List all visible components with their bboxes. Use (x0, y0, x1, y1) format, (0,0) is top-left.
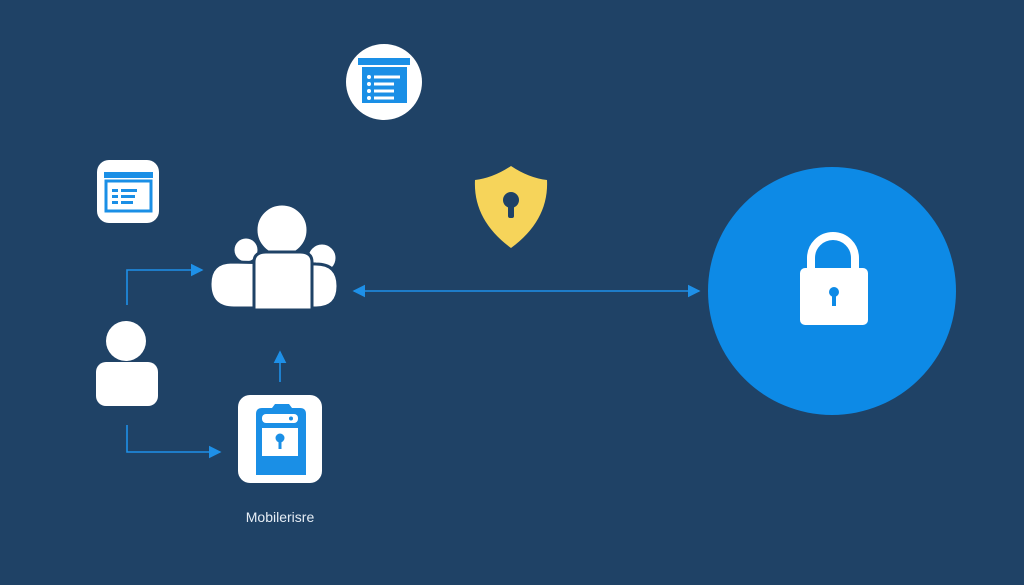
arrow-user-to-cloud (126, 263, 204, 305)
shield-keyhole-icon (474, 166, 548, 248)
cloud-users-icon (208, 202, 340, 312)
device-label: Mobilerisre (245, 509, 315, 525)
padlock-icon (708, 167, 956, 415)
browser-window-icon (97, 160, 159, 223)
list-document-icon (346, 44, 422, 120)
user-icon (96, 321, 158, 406)
connector-arrows (126, 263, 701, 459)
arrow-user-to-device (126, 425, 222, 459)
secure-device-icon (238, 395, 322, 483)
